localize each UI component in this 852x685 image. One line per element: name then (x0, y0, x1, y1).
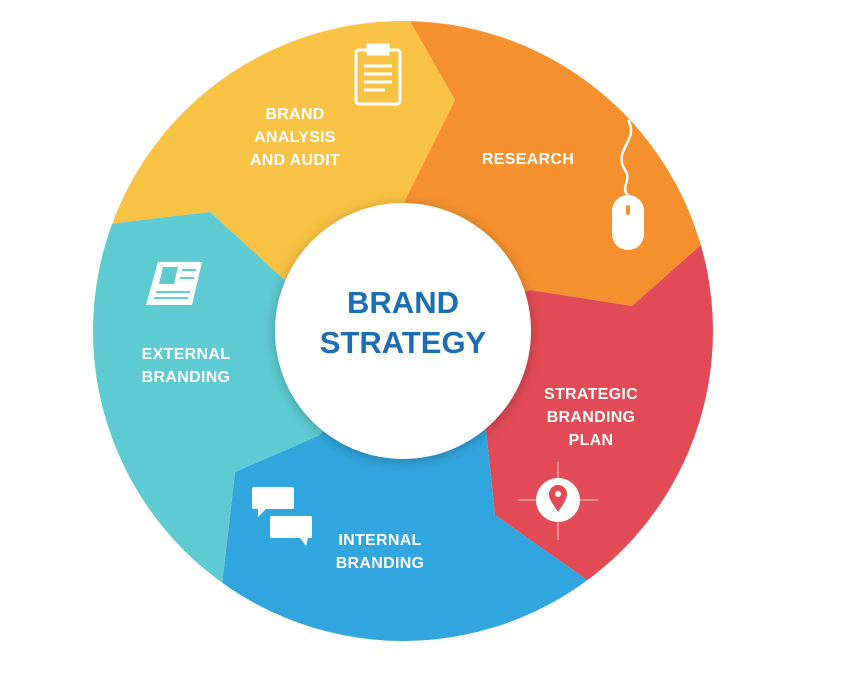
label-line: INTERNAL (338, 532, 422, 549)
diagram-title: BRAND STRATEGY (320, 283, 487, 363)
chat-bubbles-icon (252, 487, 312, 546)
center-circle (275, 203, 531, 459)
mouse-icon (612, 119, 644, 250)
label-line: PLAN (568, 432, 614, 449)
label-line: RESEARCH (481, 151, 575, 168)
label-line: BRANDING (546, 409, 636, 426)
label-line: BRANDING (335, 555, 425, 572)
map-pin-icon (518, 462, 598, 540)
label-internal-branding: INTERNAL BRANDING (336, 529, 425, 575)
label-line: BRANDING (141, 369, 231, 386)
label-research: RESEARCH (482, 148, 574, 171)
brochure-icon (146, 262, 202, 305)
label-line: STRATEGIC (544, 386, 638, 403)
label-line: AND AUDIT (249, 152, 341, 169)
label-brand-analysis: BRAND ANALYSIS AND AUDIT (250, 103, 340, 172)
label-line: ANALYSIS (254, 129, 336, 146)
segment-internal-branding (215, 331, 640, 641)
title-line-2: STRATEGY (319, 325, 487, 360)
title-line-1: BRAND (347, 285, 459, 320)
clipboard-icon (354, 43, 402, 106)
label-external-branding: EXTERNAL BRANDING (142, 343, 231, 389)
label-line: EXTERNAL (141, 346, 231, 363)
label-line: BRAND (265, 106, 325, 123)
label-strategic-branding-plan: STRATEGIC BRANDING PLAN (544, 383, 638, 452)
